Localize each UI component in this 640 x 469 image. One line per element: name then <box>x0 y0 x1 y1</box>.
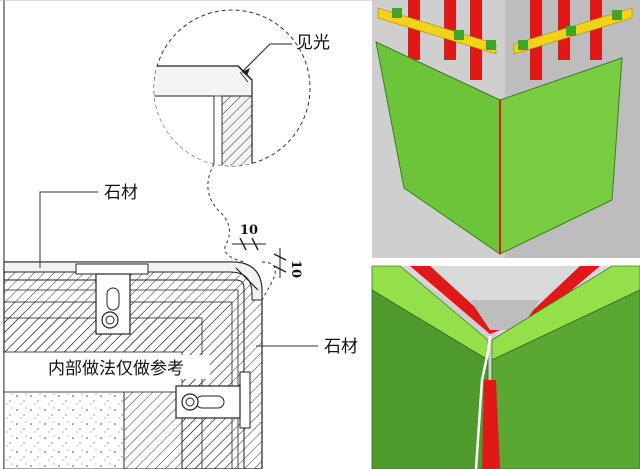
panel-face-left <box>371 289 489 469</box>
side-anchor-bracket <box>175 371 251 429</box>
stone-top-leader <box>39 191 98 268</box>
exposed-edge-label: 见光 <box>296 33 330 53</box>
exposed-edge-leader <box>241 43 292 73</box>
detail-bubble: 见光 <box>153 9 330 167</box>
stone-top-label: 石材 <box>104 183 138 203</box>
concrete-substrate <box>3 391 125 469</box>
render-top-view-corner <box>371 265 640 469</box>
dimension-vertical: 10 <box>273 248 303 278</box>
detail-callout-path <box>207 163 245 263</box>
interior-note-label: 内部做法仅做参考 <box>48 359 184 379</box>
stone-right-label: 石材 <box>324 337 358 357</box>
top-anchor-bracket <box>75 263 149 335</box>
svg-text:10: 10 <box>288 260 303 278</box>
svg-text:10: 10 <box>240 223 258 238</box>
corner-joint-line <box>474 335 492 469</box>
render-outside-corner <box>372 0 640 266</box>
cad-section-drawing: 内部做法仅做参考 石材 石材 10 10 <box>0 0 372 469</box>
dimension-horizontal: 10 <box>232 223 266 251</box>
